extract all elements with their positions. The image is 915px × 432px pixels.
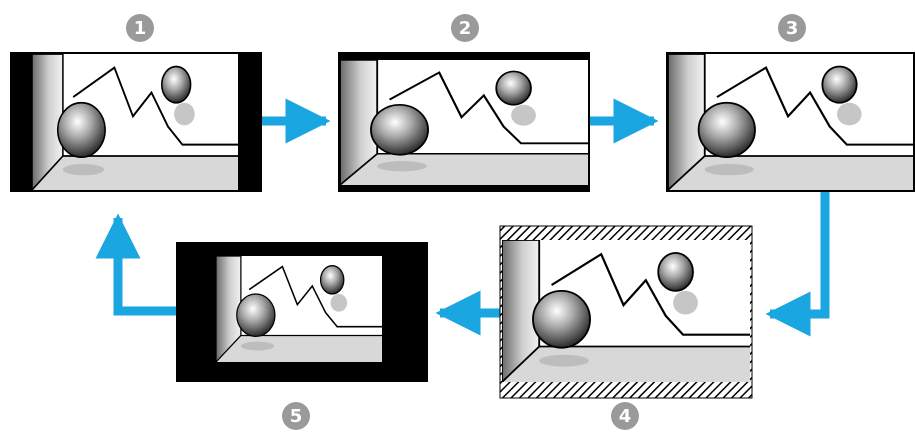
arrow-up-icon [95, 213, 176, 316]
number-badge-1: 1 [126, 14, 154, 42]
step-5-screen [176, 242, 428, 382]
number-badge-3: 3 [778, 14, 806, 42]
step-4-screen [499, 225, 753, 399]
step-1-screen [10, 52, 262, 192]
number-badge-icon [611, 402, 639, 430]
number-badge-icon [451, 14, 479, 42]
flow-arrows [95, 98, 830, 337]
number-badge-5: 5 [282, 402, 310, 430]
badge-4-label: 4 [619, 406, 632, 427]
badge-3-label: 3 [786, 18, 799, 39]
number-badge-icon [778, 14, 806, 42]
badge-5-label: 5 [290, 406, 303, 427]
badge-1-label: 1 [134, 18, 147, 39]
step-2-screen [338, 52, 590, 192]
arrow-down-left-icon [765, 190, 830, 337]
number-badge-icon [126, 14, 154, 42]
badge-2-label: 2 [459, 18, 472, 39]
number-badge-2: 2 [451, 14, 479, 42]
number-badge-icon [282, 402, 310, 430]
number-badge-4: 4 [611, 402, 639, 430]
step-3-screen [666, 52, 915, 192]
